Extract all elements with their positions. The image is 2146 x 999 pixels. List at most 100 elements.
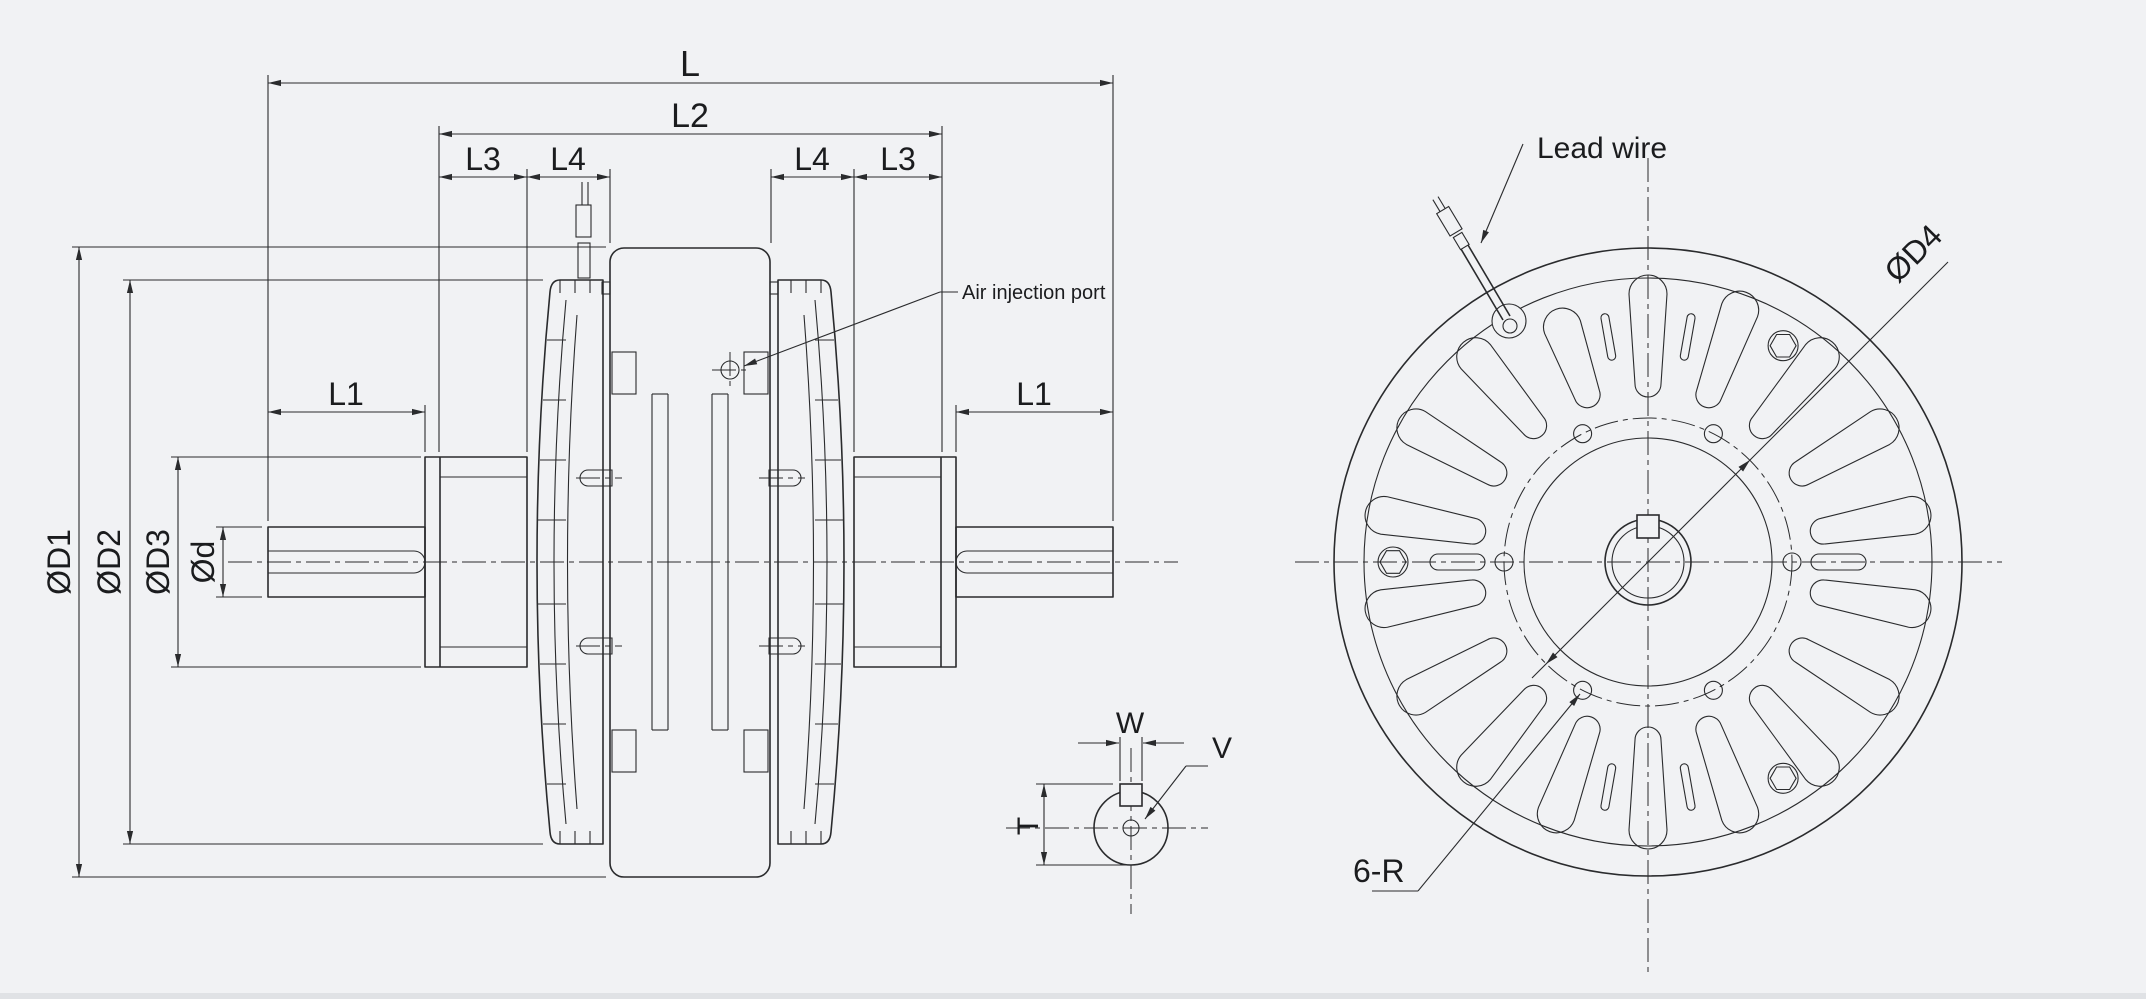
fan-blade-slot (1695, 290, 1760, 409)
dim-label-D3: ØD3 (140, 529, 176, 595)
fan-blade (1364, 579, 1487, 629)
hex-bolt-head (1769, 333, 1797, 358)
center-hole (1122, 819, 1140, 837)
fan-blade (1748, 684, 1840, 787)
fan-blade-slot (1695, 715, 1760, 834)
fan-blade-slot (1456, 337, 1548, 440)
fan-blade-slot (1364, 579, 1487, 629)
fan-blade-slot (1456, 684, 1548, 787)
fan-blade (1695, 290, 1760, 409)
fan-blade (1542, 307, 1601, 409)
left-shaft (267, 526, 426, 598)
dim-label-D1: ØD1 (41, 529, 77, 595)
air-port-leader (743, 291, 941, 367)
terminal-stub (575, 182, 592, 279)
rotor-screw (579, 469, 613, 487)
bottom-edge-strip (0, 993, 2146, 999)
screw-hole-ring (1494, 424, 1802, 700)
fan-blade-slot (1536, 715, 1601, 834)
lead-wire (1432, 196, 1511, 321)
vent-slot-shape (1429, 553, 1486, 571)
fan-blade-slot (1396, 637, 1508, 716)
dim-label-V: V (1212, 732, 1232, 765)
vent-slot-shape (1679, 313, 1696, 361)
fan-blade (1809, 579, 1932, 629)
lead-wire-label: Lead wire (1537, 132, 1667, 165)
six-r-label: 6-R (1353, 853, 1405, 889)
vent-slot (1679, 313, 1696, 361)
dim-label-L4-left: L4 (550, 141, 586, 177)
vent-slot (1600, 763, 1617, 811)
wire-hole (1502, 318, 1518, 334)
left-hub (424, 456, 528, 668)
dim-label-D2: ØD2 (91, 529, 127, 595)
fan-blade (1456, 337, 1548, 440)
dim-label-d: Ød (185, 541, 221, 584)
callout-6R: 6-R (1353, 693, 1581, 892)
vent-slot (1679, 763, 1696, 811)
hex-bolt-washer (1767, 762, 1799, 794)
fan-blade-slot (1809, 495, 1932, 545)
hex-bolt-washer (1377, 546, 1409, 578)
left-rotor-disc (536, 279, 622, 845)
screw-hole (1703, 680, 1723, 700)
dim-D4: ØD4 (1531, 217, 1949, 679)
fan-blade (1748, 337, 1840, 440)
fan-blade-slot (1628, 726, 1668, 850)
hex-bolt-washer (1767, 330, 1799, 362)
fan-blade (1628, 274, 1668, 398)
screw-hole (1573, 424, 1593, 444)
hex-bolt-head (1379, 550, 1407, 574)
housing-inner-circle (1363, 277, 1933, 847)
wire-grommet (1491, 303, 1527, 339)
dim-label-L1-left: L1 (328, 376, 364, 412)
dim-label-L1-right: L1 (1016, 376, 1052, 412)
six-r-leader (1417, 693, 1581, 892)
hex-bolt-head (1769, 766, 1797, 791)
fan-blade (1396, 408, 1508, 487)
vent-slot (1600, 313, 1617, 361)
front-view: Lead wire ØD4 6-R (1295, 132, 2002, 975)
bolt-circle (1503, 417, 1793, 707)
dim-label-T: T (1012, 817, 1045, 835)
dim-label-L3-left: L3 (465, 141, 501, 177)
v-leader (1144, 765, 1187, 820)
housing-outer-circle (1333, 247, 1963, 877)
fan-blade-slot (1788, 637, 1900, 716)
air-port-label: Air injection port (962, 282, 1106, 304)
fan-blade-slot (1628, 274, 1668, 398)
dim-label-L4-right: L4 (794, 141, 830, 177)
shaft-end-detail-view: W T V (1006, 707, 1232, 914)
stator-body (601, 247, 779, 878)
vent-slot-shape (1679, 763, 1696, 811)
rotor-screw (768, 637, 802, 655)
dim-label-W: W (1116, 707, 1145, 740)
fan-blade (1456, 684, 1548, 787)
fan-blade (1695, 715, 1760, 834)
fan-blade-slot (1809, 579, 1932, 629)
vent-slot (1429, 553, 1486, 571)
fan-blade-slot (1396, 408, 1508, 487)
bore-keyway (1636, 514, 1660, 539)
keyway-slot (1119, 783, 1143, 807)
fan-blade (1788, 408, 1900, 487)
fan-blade-slot (1748, 337, 1840, 440)
fan-blade (1788, 637, 1900, 716)
dim-label-D4: ØD4 (1877, 217, 1949, 289)
rotor-screw (579, 637, 613, 655)
fan-blade (1396, 637, 1508, 716)
screw-hole (1703, 424, 1723, 444)
fan-blade (1536, 715, 1601, 834)
fan-blade-slot (1364, 495, 1487, 545)
vent-slot-shape (1810, 553, 1867, 571)
fan-blade (1628, 726, 1668, 850)
screw-hole (1573, 680, 1593, 700)
side-view-dimensions: L L2 L3 L4 L4 L3 L1 L1 ØD1 ØD (41, 43, 1114, 878)
vent-slot (1810, 553, 1867, 571)
fan-blade-slot (1748, 684, 1840, 787)
fan-blade-slot (1542, 307, 1601, 409)
fan-blade-slot (1788, 408, 1900, 487)
vent-slot-shape (1600, 313, 1617, 361)
